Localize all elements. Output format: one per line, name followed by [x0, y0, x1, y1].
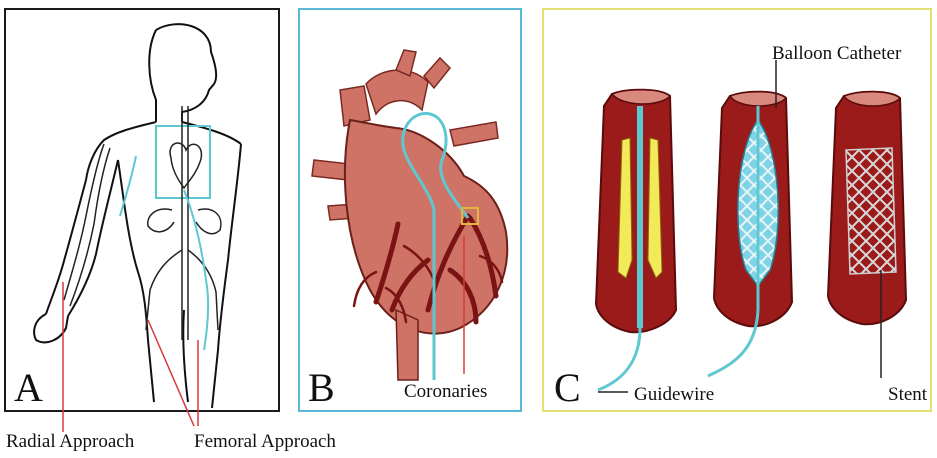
femoral-approach-label: Femoral Approach: [194, 432, 336, 451]
femoral-pointer-line-left: [148, 320, 194, 426]
radial-approach-label: Radial Approach: [6, 432, 134, 451]
